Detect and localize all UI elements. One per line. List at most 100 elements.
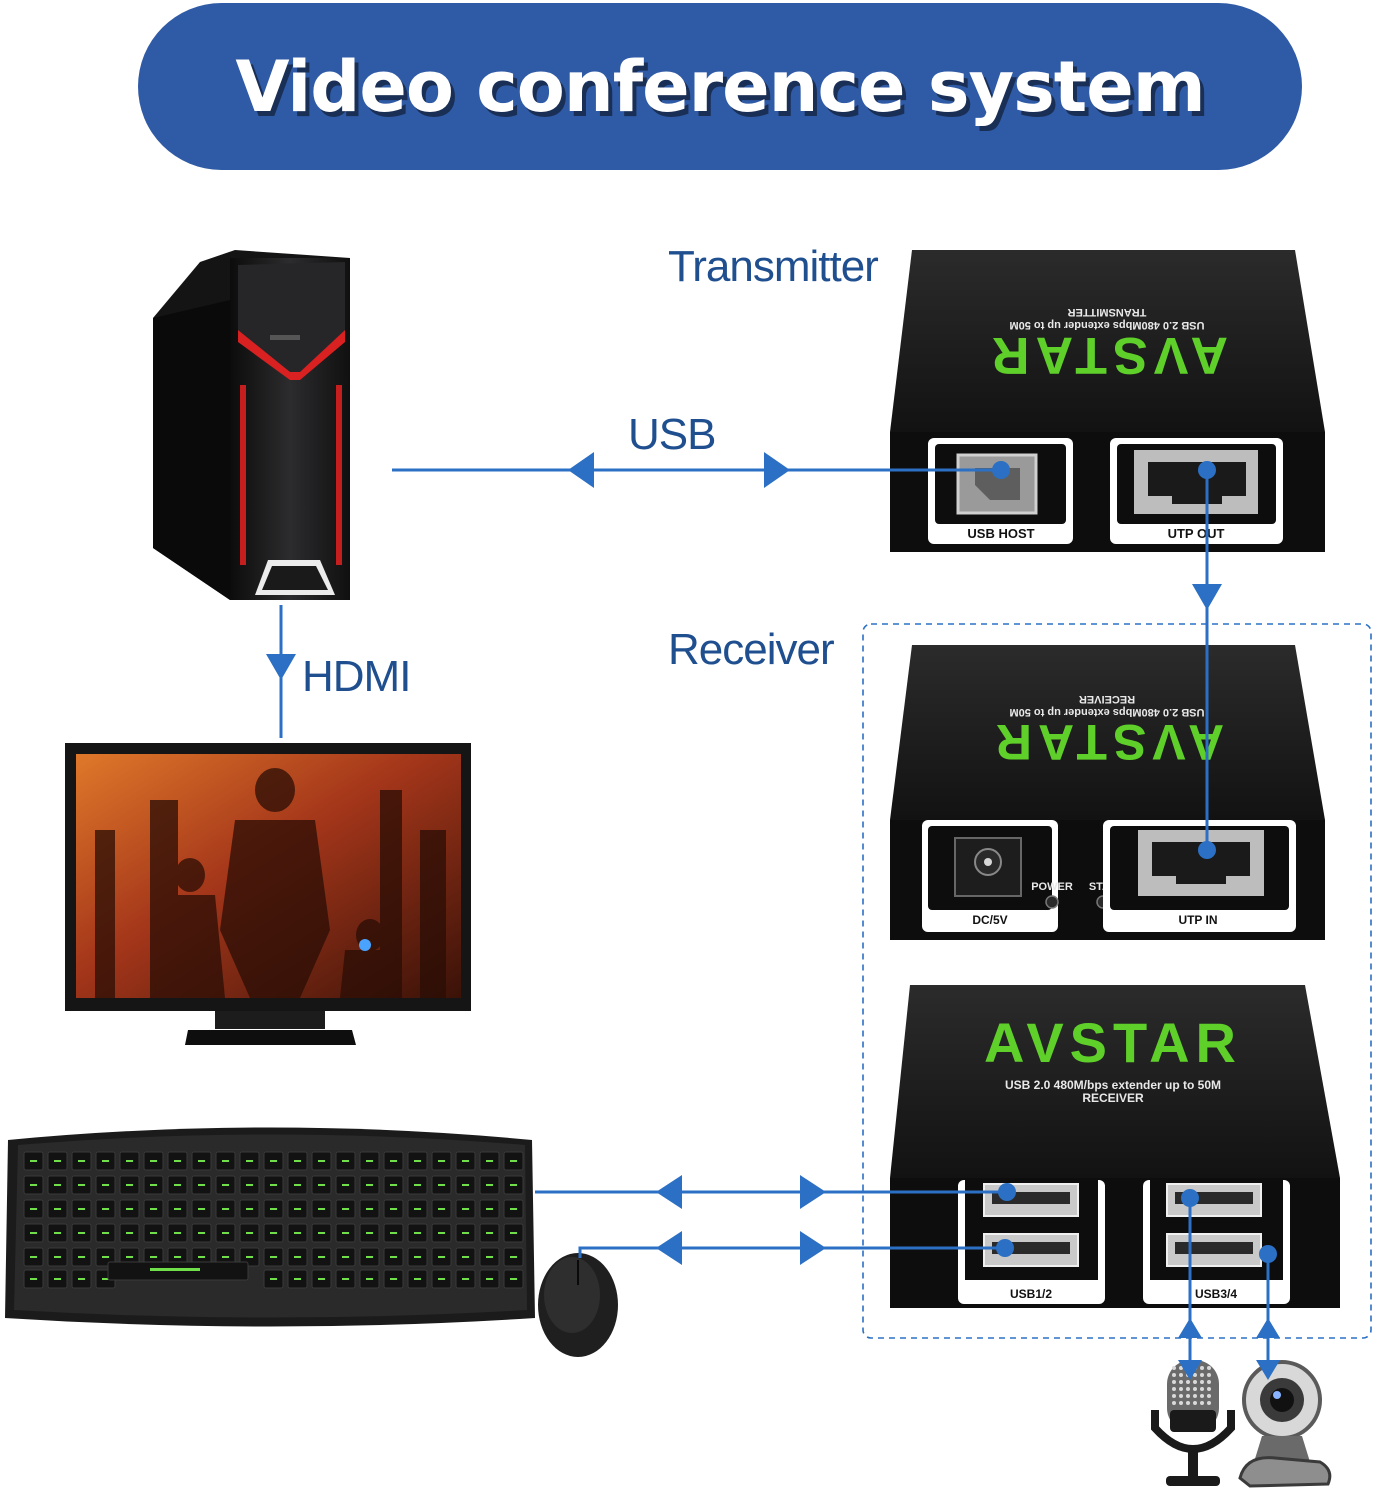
keyboard-key-glow [222,1208,229,1210]
keyboard-key-glow [150,1232,157,1234]
mic-grille-dot [1186,1394,1190,1398]
keyboard-icon [5,1127,535,1327]
keyboard-key-glow [150,1208,157,1210]
keyboard-key-glow [342,1160,349,1162]
keyboard-key-glow [78,1278,85,1280]
keyboard-key-glow [222,1232,229,1234]
port-utp-in-label: UTP IN [1178,913,1217,927]
mic-grille-dot [1207,1401,1211,1405]
keyboard-key-glow [318,1208,325,1210]
keyboard-key-glow [414,1232,421,1234]
mic-grille-dot [1193,1394,1197,1398]
mic-grille-dot [1207,1366,1211,1370]
keyboard-key-glow [390,1256,397,1258]
keyboard-key-glow [510,1278,517,1280]
keyboard-key-glow [270,1278,277,1280]
keyboard-key-glow [462,1232,469,1234]
receiver-back-unit: USB 2.0 480Mbps extender up to 50M RECEI… [890,645,1325,940]
keyboard-key-glow [366,1278,373,1280]
keyboard-key-glow [150,1256,157,1258]
mic-grille-dot [1186,1380,1190,1384]
keyboard-key-glow [510,1232,517,1234]
mic-grille-dot [1207,1394,1211,1398]
mic-grille-dot [1193,1373,1197,1377]
mic-grille-dot [1179,1380,1183,1384]
receiver-label: Receiver [668,625,835,674]
transmitter-spec-line2: TRANSMITTER [1068,306,1147,318]
mic-grille-dot [1193,1401,1197,1405]
keyboard-key-glow [54,1208,61,1210]
keyboard-key-glow [198,1256,205,1258]
keyboard-key-glow [174,1256,181,1258]
keyboard-key-glow [342,1232,349,1234]
mic-grille-dot [1200,1366,1204,1370]
keyboard-key-glow [342,1278,349,1280]
keyboard-key-glow [102,1278,109,1280]
connector-arrows [266,452,1280,1380]
keyboard-key-glow [30,1184,37,1186]
keyboard-key-glow [366,1208,373,1210]
keyboard-key-glow [462,1160,469,1162]
keyboard-key-glow [510,1208,517,1210]
keyboard-key-glow [318,1184,325,1186]
mic-grille-dot [1172,1387,1176,1391]
keyboard-key-glow [270,1208,277,1210]
page-title: Video conference system [235,45,1205,128]
keyboard-key-glow [246,1160,253,1162]
keyboard-key-glow [438,1160,445,1162]
keyboard-key-glow [294,1278,301,1280]
mic-grille-dot [1172,1394,1176,1398]
keyboard-key-glow [438,1184,445,1186]
keyboard-key-glow [270,1256,277,1258]
keyboard-key-glow [54,1232,61,1234]
port-usb-host-label: USB HOST [967,526,1034,541]
keyboard-key-glow [102,1256,109,1258]
mic-grille-dot [1200,1380,1204,1384]
keyboard-key-glow [30,1160,37,1162]
keyboard-key-glow [222,1256,229,1258]
keyboard-key-glow [30,1256,37,1258]
keyboard-key-glow [126,1208,133,1210]
usb-label: USB [628,410,716,459]
mic-grille-dot [1179,1387,1183,1391]
keyboard-key-glow [222,1160,229,1162]
keyboard-key-glow [462,1256,469,1258]
mic-grille-dot [1207,1387,1211,1391]
keyboard-key-glow [318,1256,325,1258]
keyboard-key-glow [174,1208,181,1210]
port-dc-label: DC/5V [972,913,1007,927]
keyboard-key-glow [486,1278,493,1280]
keyboard-key-glow [414,1278,421,1280]
mic-grille-dot [1179,1401,1183,1405]
keyboard-key-glow [198,1160,205,1162]
keyboard-key-glow [366,1232,373,1234]
mic-grille-dot [1186,1387,1190,1391]
keyboard-key-glow [198,1232,205,1234]
keyboard-key-glow [102,1160,109,1162]
keyboard-key-glow [126,1160,133,1162]
mic-grille-dot [1200,1401,1204,1405]
mic-grille-dot [1179,1373,1183,1377]
keyboard-key-glow [102,1208,109,1210]
keyboard-key-glow [294,1256,301,1258]
keyboard-key-glow [54,1256,61,1258]
transmitter-brand-logo: AVSTAR [986,326,1228,384]
keyboard-key-glow [150,1160,157,1162]
keyboard-key-glow [198,1184,205,1186]
keyboard-key-glow [438,1208,445,1210]
keyboard-key-glow [270,1232,277,1234]
keyboard-key-glow [174,1184,181,1186]
keyboard-key-glow [390,1232,397,1234]
webcam-icon [1238,1360,1332,1488]
transmitter-spec-line1: USB 2.0 480Mbps extender up to 50M [1010,319,1205,331]
keyboard-key-glow [342,1256,349,1258]
connector-dots [992,461,1277,1263]
keyboard-key-glow [438,1256,445,1258]
receiver-back-brand-logo: AVSTAR [990,714,1224,770]
keyboard-key-glow [486,1184,493,1186]
keyboard-key-glow [414,1184,421,1186]
receiver-group-outline [862,623,1372,1339]
mic-grille-dot [1179,1394,1183,1398]
monitor-icon [65,743,471,1045]
pc-tower-icon [153,250,350,600]
